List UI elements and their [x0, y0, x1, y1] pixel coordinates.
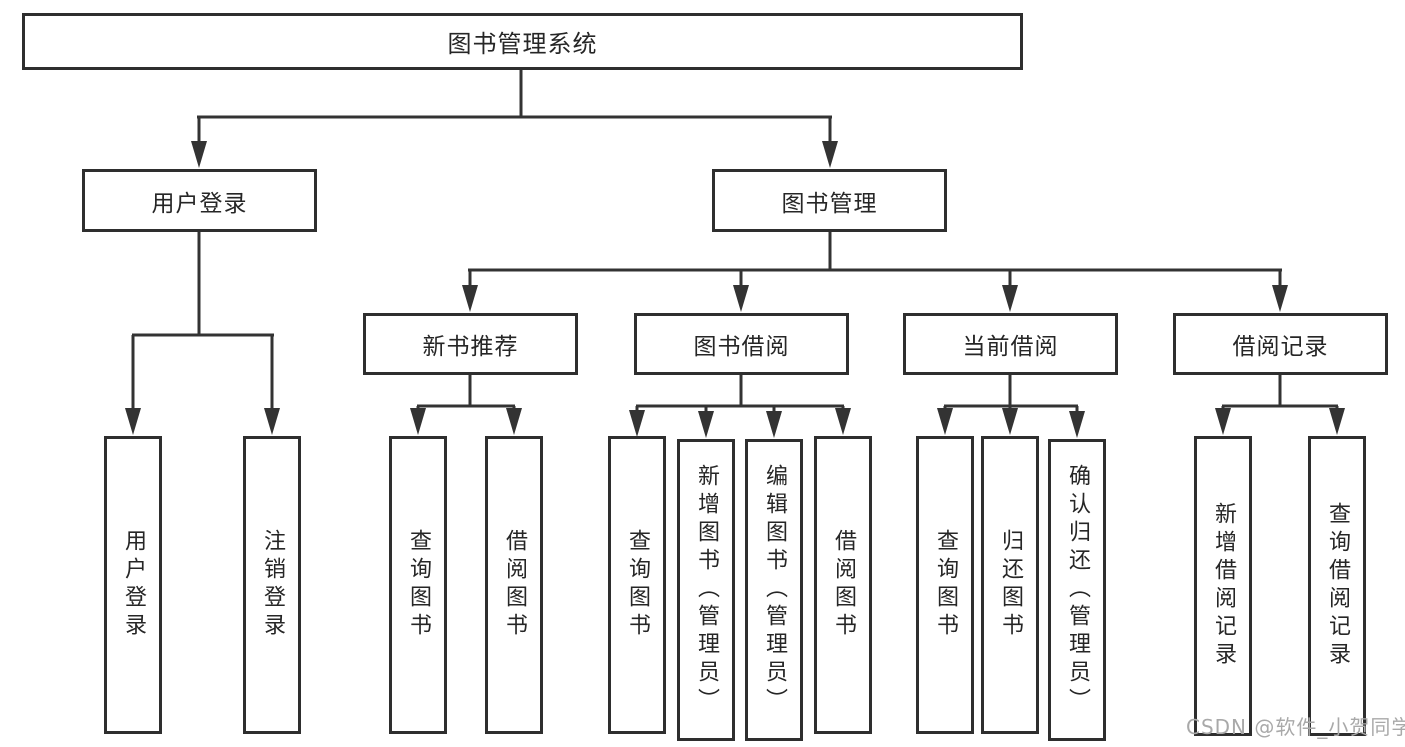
arrowhead-icon: [410, 408, 426, 435]
arrowhead-icon: [462, 285, 478, 312]
node-label: 当前借阅: [962, 334, 1059, 360]
leaf-query-borrow-record: 查询借阅记录: [1308, 436, 1366, 736]
node-label: 确认归还（管理员）: [1065, 464, 1090, 716]
node-label: 查询图书: [933, 529, 958, 641]
leaf-add-books-admin: 新增图书（管理员）: [677, 439, 735, 741]
leaf-query-books-current: 查询图书: [916, 436, 974, 734]
leaf-confirm-return-admin: 确认归还（管理员）: [1048, 439, 1106, 741]
node-label: 借阅记录: [1232, 334, 1329, 360]
arrowhead-icon: [191, 141, 207, 168]
leaf-edit-books-admin: 编辑图书（管理员）: [745, 439, 803, 741]
node-borrowing-records: 借阅记录: [1173, 313, 1388, 375]
arrowhead-icon: [1002, 285, 1018, 312]
node-label: 新增借阅记录: [1211, 502, 1236, 670]
leaf-add-borrow-record: 新增借阅记录: [1194, 436, 1252, 736]
node-label: 图书管理系统: [447, 30, 598, 58]
node-label: 图书借阅: [693, 334, 790, 360]
node-label: 借阅图书: [831, 529, 856, 641]
leaf-user-login: 用户登录: [104, 436, 162, 734]
arrowhead-icon: [1069, 411, 1085, 438]
node-label: 归还图书: [998, 529, 1023, 641]
arrowhead-icon: [822, 141, 838, 168]
node-label: 查询借阅记录: [1325, 502, 1350, 670]
node-book-borrowing: 图书借阅: [634, 313, 849, 375]
arrowhead-icon: [1215, 408, 1231, 435]
node-label: 新增图书（管理员）: [694, 464, 719, 716]
node-label: 查询图书: [625, 529, 650, 641]
node-current-borrowing: 当前借阅: [903, 313, 1118, 375]
node-label: 用户登录: [121, 529, 146, 641]
arrowhead-icon: [733, 285, 749, 312]
csdn-watermark: CSDN @软件_小贺同学: [1186, 715, 1405, 739]
node-label: 新书推荐: [422, 334, 519, 360]
arrowhead-icon: [698, 411, 714, 438]
leaf-query-books-recommend: 查询图书: [389, 436, 447, 734]
node-book-management: 图书管理: [712, 169, 947, 232]
arrowhead-icon: [1002, 408, 1018, 435]
arrowhead-icon: [835, 408, 851, 435]
node-user-login: 用户登录: [82, 169, 317, 232]
arrowhead-icon: [506, 408, 522, 435]
node-label: 图书管理: [781, 190, 878, 217]
arrowhead-icon: [937, 408, 953, 435]
arrowhead-icon: [766, 411, 782, 438]
node-new-book-recommendation: 新书推荐: [363, 313, 578, 375]
leaf-return-books: 归还图书: [981, 436, 1039, 734]
leaf-query-books-borrowing: 查询图书: [608, 436, 666, 734]
node-label: 用户登录: [151, 190, 248, 217]
arrowhead-icon: [125, 408, 141, 435]
leaf-borrow-books-recommend: 借阅图书: [485, 436, 543, 734]
arrowhead-icon: [1329, 408, 1345, 435]
node-label: 查询图书: [406, 529, 431, 641]
leaf-borrow-books-borrowing: 借阅图书: [814, 436, 872, 734]
arrowhead-icon: [629, 410, 645, 437]
node-label: 借阅图书: [502, 529, 527, 641]
arrowhead-icon: [1272, 285, 1288, 312]
node-library-management-system: 图书管理系统: [22, 13, 1023, 70]
arrowhead-icon: [264, 408, 280, 435]
node-label: 编辑图书（管理员）: [762, 464, 787, 716]
node-label: 注销登录: [260, 529, 285, 641]
leaf-logout: 注销登录: [243, 436, 301, 734]
